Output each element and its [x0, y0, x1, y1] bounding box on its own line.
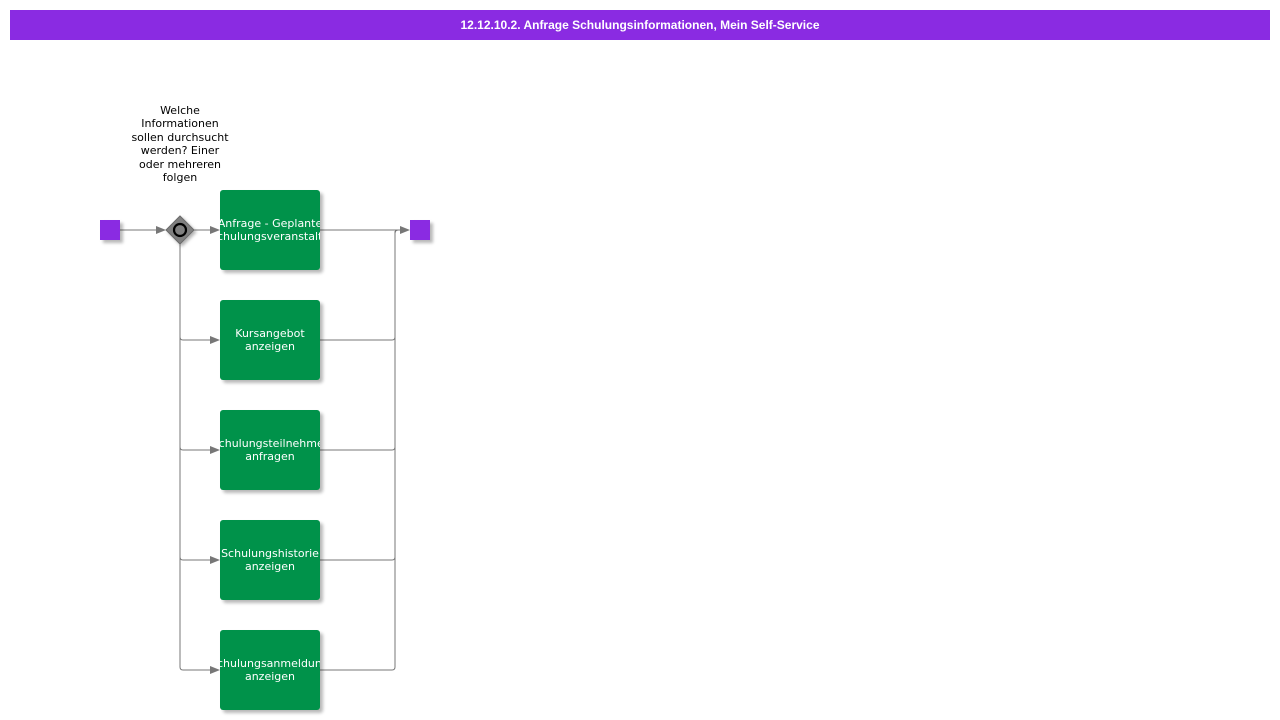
flow-gateway-to-task-5: [179, 244, 220, 674]
task-label: Schulungsanmeldungen anzeigen: [220, 657, 320, 683]
flow-task-4-to-end: [320, 229, 399, 561]
task-schulungsanmeldungen-anzeigen[interactable]: Schulungsanmeldungen anzeigen: [220, 630, 320, 710]
task-schulungshistorie-anzeigen[interactable]: Schulungshistorie anzeigen: [220, 520, 320, 600]
task-label: Anfrage - Geplante Schulungsveranstaltun…: [220, 217, 320, 243]
task-anfrage-geplante-schulungsveranstaltungen[interactable]: Anfrage - Geplante Schulungsveranstaltun…: [220, 190, 320, 270]
inclusive-gateway-icon[interactable]: [165, 215, 195, 245]
task-label: Schulungsteilnehmer anfragen: [220, 437, 320, 463]
task-label: Kursangebot anzeigen: [235, 327, 305, 353]
flow-gateway-to-task-2: [179, 244, 220, 344]
flow-gateway-to-task-3: [179, 244, 220, 454]
flow-task-2-to-end: [320, 229, 399, 341]
task-schulungsteilnehmer-anfragen[interactable]: Schulungsteilnehmer anfragen: [220, 410, 320, 490]
flow-task-5-to-end: [320, 229, 399, 671]
end-event-icon[interactable]: [410, 220, 430, 240]
task-label: Schulungshistorie anzeigen: [221, 547, 319, 573]
task-kursangebot-anzeigen[interactable]: Kursangebot anzeigen: [220, 300, 320, 380]
start-event-icon[interactable]: [100, 220, 120, 240]
gateway-label: Welche Informationen sollen durchsucht w…: [131, 104, 229, 185]
flow-gateway-to-task-4: [179, 244, 220, 564]
diagram-title: 12.12.10.2. Anfrage Schulungsinformation…: [10, 10, 1270, 40]
sequence-flows: [120, 226, 410, 674]
